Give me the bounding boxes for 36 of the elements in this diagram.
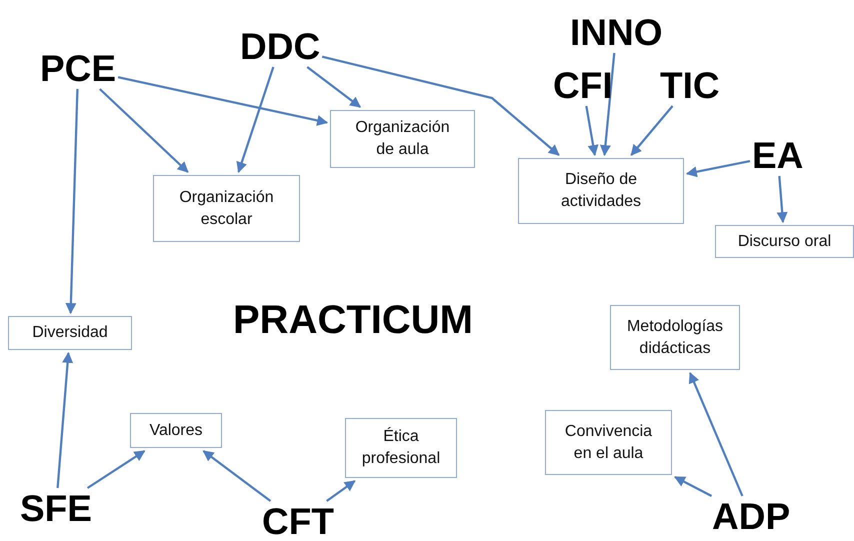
arrow xyxy=(585,106,599,156)
arrow xyxy=(600,52,616,156)
arrow xyxy=(56,352,74,488)
concept-box: Organización escolar xyxy=(153,175,300,242)
arrow xyxy=(86,450,146,489)
arrow xyxy=(630,105,674,156)
arrow xyxy=(306,66,362,108)
concept-box: Organización de aula xyxy=(330,110,475,168)
diagram-heading: PRACTICUM xyxy=(233,300,473,340)
concept-box: Diversidad xyxy=(8,316,132,350)
concept-box: Diseño de actividades xyxy=(518,158,684,224)
acronym-label: PCE xyxy=(40,50,116,87)
acronym-label: EA xyxy=(752,137,804,174)
concept-box: Metodologías didácticas xyxy=(610,305,740,370)
concept-box: Ética profesional xyxy=(345,418,457,478)
arrow xyxy=(202,450,272,502)
arrow xyxy=(99,88,189,173)
arrow xyxy=(686,160,750,178)
arrow xyxy=(322,56,560,156)
arrow xyxy=(118,76,328,126)
arrow xyxy=(326,480,356,502)
acronym-label: DDC xyxy=(240,28,320,65)
concept-box: Discurso oral xyxy=(715,225,854,258)
arrow xyxy=(65,88,79,314)
acronym-label: INNO xyxy=(570,14,662,51)
arrow xyxy=(688,372,744,496)
acronym-label: CFT xyxy=(262,503,334,540)
acronym-label: ADP xyxy=(712,498,790,535)
acronym-label: CFI xyxy=(553,67,613,104)
concept-box: Valores xyxy=(130,413,222,448)
concept-box: Convivencia en el aula xyxy=(545,410,672,475)
acronym-label: TIC xyxy=(660,67,720,104)
arrow xyxy=(236,66,274,174)
arrow xyxy=(674,476,712,497)
acronym-label: SFE xyxy=(20,490,92,527)
arrow xyxy=(776,176,788,224)
